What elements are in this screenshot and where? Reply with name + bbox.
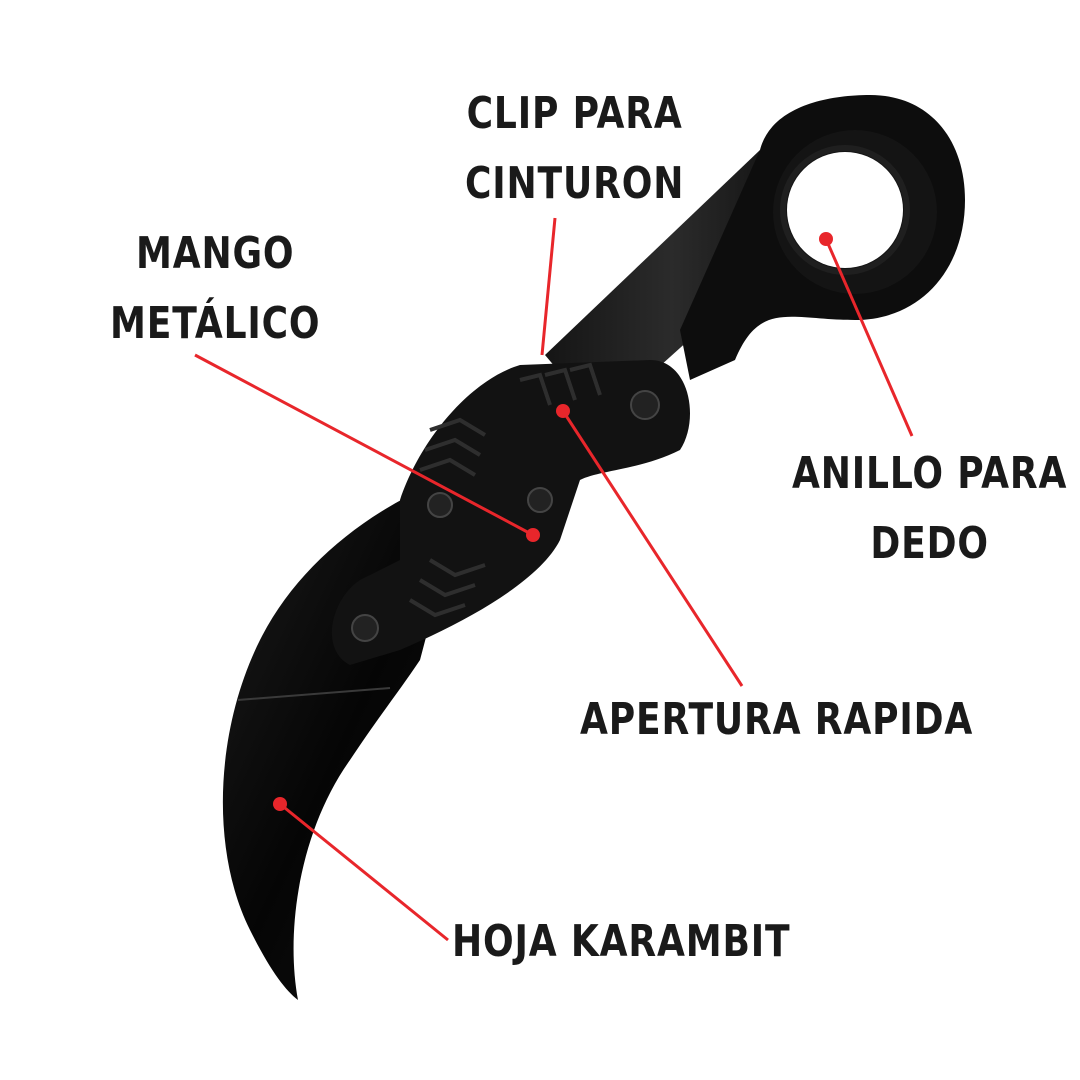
leader-apertura — [561, 410, 744, 687]
label-mango: MANGO METÁLICO — [110, 232, 320, 346]
screw — [351, 614, 379, 642]
dot-apertura — [556, 404, 570, 418]
metal-handle — [331, 360, 690, 665]
screw — [630, 390, 660, 420]
label-anillo-line1: ANILLO PARA — [792, 448, 1068, 499]
label-apertura: APERTURA RAPIDA — [580, 698, 973, 742]
label-anillo: ANILLO PARA DEDO — [792, 452, 1067, 566]
dot-anillo — [819, 232, 833, 246]
leader-hoja — [279, 802, 449, 942]
leader-anillo — [824, 238, 914, 437]
dot-hoja — [273, 797, 287, 811]
leader-clip — [540, 217, 557, 356]
label-hoja-line1: HOJA KARAMBIT — [452, 916, 791, 967]
label-mango-line1: MANGO — [135, 228, 295, 279]
label-clip: CLIP PARA CINTURON — [465, 92, 684, 206]
label-apertura-line1: APERTURA RAPIDA — [580, 694, 974, 745]
label-clip-line1: CLIP PARA — [466, 88, 683, 139]
screw — [427, 492, 453, 518]
label-mango-line2: METÁLICO — [110, 298, 321, 349]
label-hoja: HOJA KARAMBIT — [452, 920, 790, 964]
label-clip-line2: CINTURON — [465, 158, 685, 209]
label-anillo-line2: DEDO — [870, 518, 989, 569]
dot-mango — [526, 528, 540, 542]
leader-lines — [194, 217, 914, 942]
screw — [527, 487, 553, 513]
blade-edge-line — [237, 687, 391, 701]
leader-mango — [194, 353, 534, 537]
